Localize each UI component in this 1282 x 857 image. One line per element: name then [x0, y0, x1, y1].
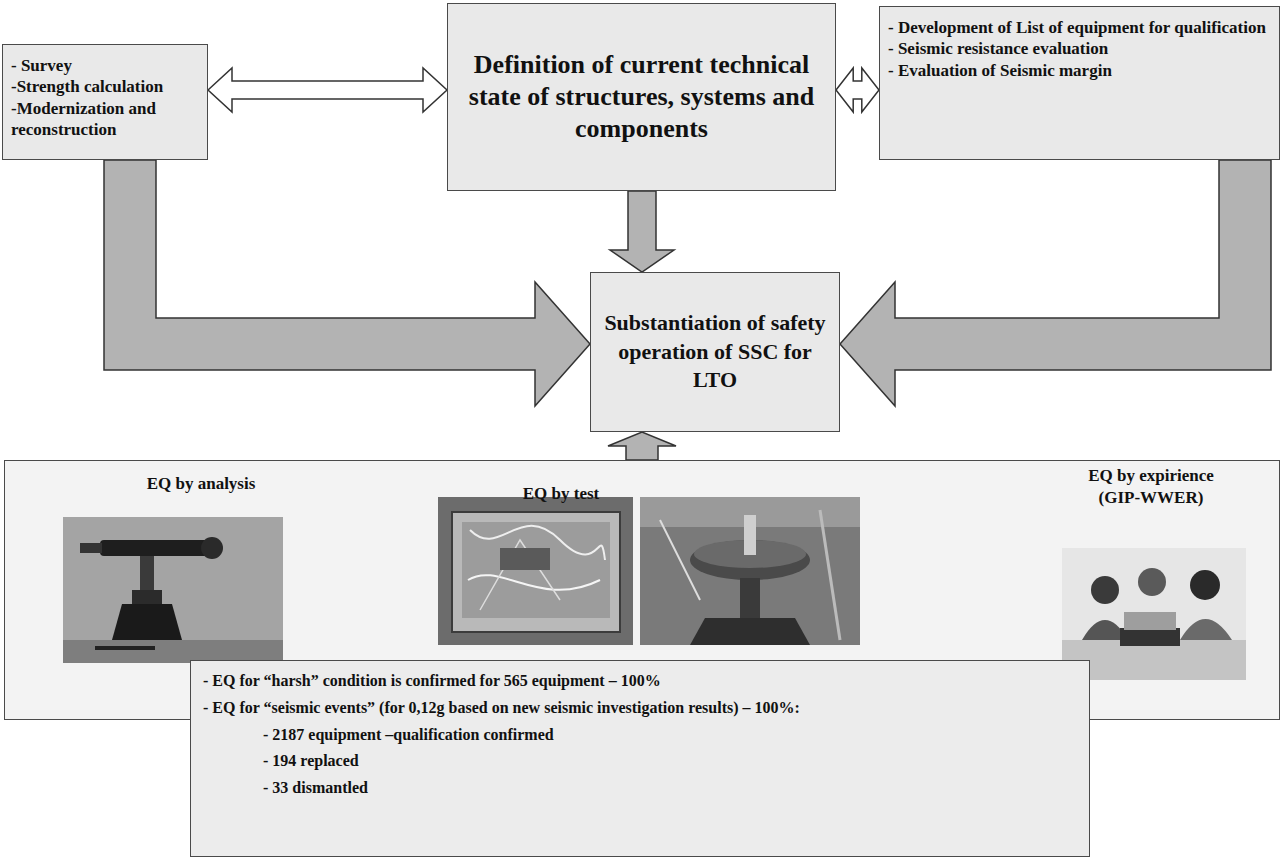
- node-text: -Modernization and reconstruction: [11, 98, 199, 141]
- double-arrow: [836, 68, 879, 112]
- test-valve-photo: [640, 497, 860, 645]
- node-text: - 194 replaced: [263, 751, 1077, 772]
- block-arrow: [104, 160, 590, 406]
- analysis-photo: [63, 517, 283, 663]
- process-box: Definition of current technical state of…: [447, 3, 836, 191]
- node-text: - 2187 equipment –qualification confirme…: [263, 725, 1077, 746]
- node-text: - EQ for “harsh” condition is confirmed …: [203, 671, 1077, 692]
- node-text: - Evaluation of Seismic margin: [888, 60, 1271, 81]
- test-cabinet-photo: [438, 497, 633, 645]
- double-arrow: [208, 68, 447, 112]
- section-heading: EQ by expirience (GIP-WWER): [1066, 465, 1236, 509]
- task-box: - Survey-Strength calculation-Modernizat…: [2, 44, 208, 160]
- node-text: Substantiation of safety operation of SS…: [599, 309, 831, 395]
- node-text: - Seismic resistance evaluation: [888, 38, 1271, 59]
- node-text: - Development of List of equipment for q…: [888, 17, 1271, 38]
- node-text: Definition of current technical state of…: [460, 49, 823, 144]
- section-heading: EQ by analysis: [121, 473, 281, 495]
- block-arrow: [608, 432, 676, 460]
- results-box: - EQ for “harsh” condition is confirmed …: [190, 660, 1090, 857]
- node-text: - 33 dismantled: [263, 778, 1077, 799]
- section-heading: EQ by test: [491, 483, 631, 505]
- task-box: - Development of List of equipment for q…: [879, 6, 1280, 160]
- node-text: - Survey: [11, 55, 199, 76]
- block-arrow: [610, 191, 674, 272]
- result-box: Substantiation of safety operation of SS…: [590, 272, 840, 432]
- block-arrow: [840, 160, 1271, 406]
- node-text: -Strength calculation: [11, 76, 199, 97]
- node-text: - EQ for “seismic events” (for 0,12g bas…: [203, 698, 1077, 719]
